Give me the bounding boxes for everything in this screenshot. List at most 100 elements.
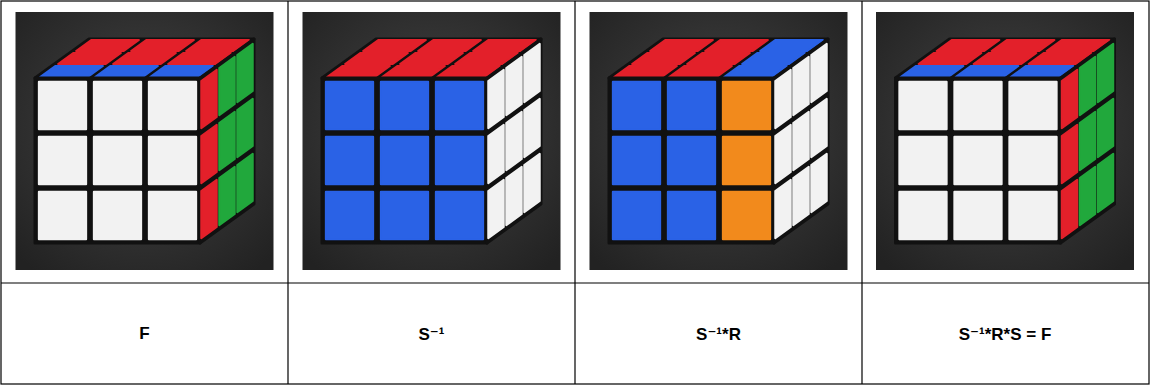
cube-sticker: [954, 82, 1001, 129]
cube-sticker: [326, 192, 373, 239]
cube-sticker: [113, 53, 176, 64]
cube-sticker: [149, 82, 196, 129]
cube-sticker: [1080, 167, 1095, 225]
cube-sticker: [1080, 112, 1095, 170]
cube-face: [200, 39, 254, 243]
column-rule: [861, 1, 862, 384]
cube-image: [590, 12, 848, 270]
cube-sticker: [992, 40, 1055, 51]
cube-sticker: [723, 82, 770, 129]
cube-sticker: [1062, 70, 1077, 128]
cube-sticker: [974, 53, 1037, 64]
cube-sticker: [811, 99, 826, 157]
cube-sticker: [954, 137, 1001, 184]
cube-sticker: [524, 44, 539, 102]
cube-sticker: [899, 192, 946, 239]
cube-sticker: [668, 82, 715, 129]
cube-sticker: [901, 66, 964, 77]
cube-sticker: [632, 53, 695, 64]
cube-sticker: [381, 82, 428, 129]
cube-sticker: [237, 44, 252, 102]
cube-sticker: [793, 112, 808, 170]
cube-sticker: [687, 53, 750, 64]
table-cell-label: S⁻¹: [419, 324, 445, 345]
cube-sticker: [506, 167, 521, 225]
cube-sticker: [1062, 180, 1077, 238]
cube-sticker: [919, 53, 982, 64]
cube-sticker: [506, 112, 521, 170]
cube-sticker: [39, 82, 86, 129]
cube-face: [35, 78, 200, 243]
cube-sticker: [793, 167, 808, 225]
cube-face: [487, 39, 541, 243]
cube-sticker: [1080, 57, 1095, 115]
cube-sticker: [613, 192, 660, 239]
cube-sticker: [436, 137, 483, 184]
cube-face: [1061, 39, 1115, 243]
cube-sticker: [326, 137, 373, 184]
cube-sticker: [956, 66, 1019, 77]
cube-sticker: [40, 66, 103, 77]
cube-sticker: [614, 66, 677, 77]
image-background: [590, 12, 848, 270]
cube-sticker: [723, 137, 770, 184]
cube-sticker: [94, 82, 141, 129]
cube-sticker: [1098, 154, 1113, 212]
cube-sticker: [201, 125, 216, 183]
cube-sticker: [381, 192, 428, 239]
cube-sticker: [1062, 125, 1077, 183]
cube-sticker: [400, 53, 463, 64]
cube-sticker: [39, 192, 86, 239]
cube-sticker: [1009, 82, 1056, 129]
cube-sticker: [327, 66, 390, 77]
cube-sticker: [219, 57, 234, 115]
cube-sticker: [219, 167, 234, 225]
cube-sticker: [811, 44, 826, 102]
cube-sticker: [237, 154, 252, 212]
cube-sticker: [899, 137, 946, 184]
cube-sticker: [793, 57, 808, 115]
cube-sticker: [131, 40, 194, 51]
cube-image: [16, 12, 274, 270]
cube-sticker: [488, 180, 503, 238]
cube-sticker: [669, 66, 732, 77]
cube-sticker: [899, 82, 946, 129]
cube-sticker: [149, 137, 196, 184]
cube-image: [876, 12, 1134, 270]
cube-sticker: [76, 40, 139, 51]
cube-sticker: [418, 40, 481, 51]
cube-sticker: [1098, 44, 1113, 102]
column-rule: [287, 1, 288, 384]
cube-sticker: [954, 192, 1001, 239]
cube-sticker: [345, 53, 408, 64]
cube-sticker: [95, 66, 158, 77]
cube-sticker: [363, 40, 426, 51]
table-cell-label: S⁻¹*R: [696, 324, 741, 345]
cube-sticker: [1098, 99, 1113, 157]
image-background: [16, 12, 274, 270]
cube-sticker: [937, 40, 1000, 51]
cube-sticker: [723, 192, 770, 239]
cube-sticker: [201, 180, 216, 238]
cube-sticker: [58, 53, 121, 64]
cube-face: [896, 78, 1061, 243]
cube-sticker: [613, 137, 660, 184]
cube-sticker: [237, 99, 252, 157]
cube-sticker: [436, 192, 483, 239]
cube-image: [303, 12, 561, 270]
cube-face: [322, 78, 487, 243]
cube-sticker: [326, 82, 373, 129]
cube-sticker: [149, 192, 196, 239]
cube-sticker: [436, 82, 483, 129]
cube-face: [774, 39, 828, 243]
cube-face: [609, 78, 774, 243]
table-cell-label: S⁻¹*R*S = F: [959, 324, 1052, 345]
image-background: [303, 12, 561, 270]
cube-sticker: [488, 70, 503, 128]
cube-sticker: [650, 40, 713, 51]
cube-sticker: [613, 82, 660, 129]
cube-sticker: [524, 154, 539, 212]
